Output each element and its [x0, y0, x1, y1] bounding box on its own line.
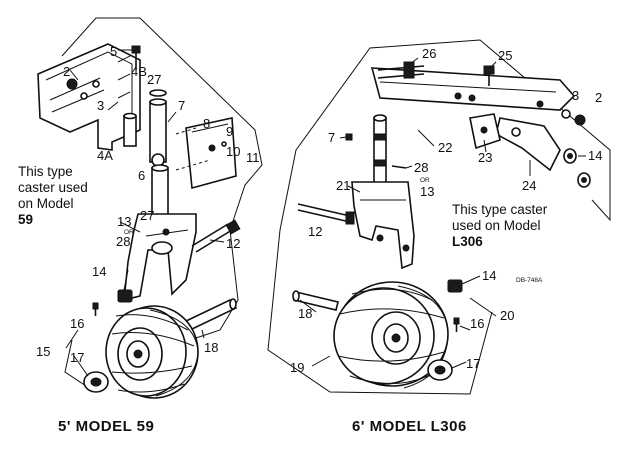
bolt-5 [131, 45, 167, 97]
grease-fitting-16 [92, 302, 99, 316]
frame-bar-22 [370, 67, 576, 111]
mount-plate [175, 117, 237, 190]
reference-code: DB-748A [516, 277, 543, 284]
spindle [373, 114, 387, 189]
callout-28-right: 28 [414, 160, 428, 175]
callout-28: 28 [116, 234, 130, 249]
callout-26: 26 [422, 46, 436, 61]
arm-24 [469, 113, 561, 172]
callout-17: 17 [70, 350, 84, 365]
right-caption-line2: used on Model [452, 218, 541, 233]
left-caption-line1: This type [18, 164, 73, 179]
callout-5: 5 [110, 44, 117, 59]
callout-14-lower: 14 [482, 268, 496, 283]
callout-11: 11 [246, 150, 260, 165]
callout-3-right: 3 [572, 88, 579, 103]
left-caption-line3: on Model [18, 196, 74, 211]
left-caption: This type caster used on Model 59 [18, 164, 88, 227]
callout-18-right: 18 [298, 306, 312, 321]
callout-4b: 4B [131, 64, 147, 79]
nut-14-lower [447, 279, 463, 293]
callout-13-right: 13 [420, 184, 434, 199]
right-caption-model: L306 [452, 234, 483, 249]
callout-7-right: 7 [328, 130, 335, 145]
callout-7: 7 [178, 98, 185, 113]
callout-2-right: 2 [595, 90, 602, 105]
callout-18: 18 [204, 340, 218, 355]
callout-12: 12 [226, 236, 240, 251]
callout-or: OR [124, 229, 134, 236]
callout-27: 27 [140, 208, 154, 223]
callout-17-right: 17 [466, 356, 480, 371]
callout-19: 19 [290, 360, 304, 375]
right-caption-line1: This type caster [452, 202, 548, 217]
callout-24: 24 [522, 178, 536, 193]
hub-cap-17-right [427, 359, 453, 381]
left-caption-line2: caster used [18, 180, 88, 195]
right-wheel [333, 281, 449, 389]
hub-cap-17 [83, 371, 109, 393]
right-callouts: 2 3 7 12 OR 28 13 21 22 23 24 25 26 14 1… [290, 46, 602, 375]
grease-fitting-16-right [453, 317, 460, 332]
callout-9: 9 [226, 124, 233, 139]
callout-10: 10 [226, 144, 240, 159]
callout-2: 2 [63, 64, 70, 79]
left-figure-title: 5' MODEL 59 [58, 418, 154, 435]
left-assembly: 2 3 4A 4B 5 6 7 8 9 10 11 12 13 14 15 16… [18, 17, 263, 435]
right-group-outline [295, 39, 611, 222]
left-leader-lines [65, 49, 225, 377]
right-wheel-outline [267, 149, 493, 395]
callout-14: 14 [92, 264, 106, 279]
callout-16: 16 [70, 316, 84, 331]
callout-27-top: 27 [147, 72, 161, 87]
bolt-25 [483, 65, 495, 86]
bolt-12-right [297, 203, 355, 225]
callout-6: 6 [138, 168, 145, 183]
callout-16-right: 16 [470, 316, 484, 331]
callout-12-right: 12 [308, 224, 322, 239]
callout-or-right: OR [420, 177, 430, 184]
right-caption: This type caster used on Model L306 [452, 202, 548, 249]
callout-3: 3 [97, 98, 104, 113]
washer-7 [345, 133, 353, 141]
callout-23: 23 [478, 150, 492, 165]
nut-14 [117, 289, 133, 303]
pin-28 [391, 165, 407, 169]
right-figure-title: 6' MODEL L306 [352, 418, 467, 435]
left-caption-model: 59 [18, 212, 33, 227]
callout-4a: 4A [97, 148, 113, 163]
nuts-2-3 [561, 109, 586, 126]
callout-8: 8 [203, 116, 210, 131]
callout-22: 22 [438, 140, 452, 155]
callout-15: 15 [36, 344, 50, 359]
king-pin-post [123, 98, 167, 167]
right-leader-lines [299, 57, 586, 369]
fork-21 [351, 181, 415, 270]
callout-21: 21 [336, 178, 350, 193]
frame-bar [37, 43, 141, 151]
bolt-26 [377, 61, 425, 79]
callout-20: 20 [500, 308, 514, 323]
callout-14-top: 14 [588, 148, 602, 163]
callout-13: 13 [117, 214, 131, 229]
right-assembly: 2 3 7 12 OR 28 13 21 22 23 24 25 26 14 1… [267, 39, 611, 435]
left-group-outline [61, 17, 263, 341]
left-wheel [105, 305, 199, 399]
axle-18-right [292, 290, 339, 311]
left-callouts: 2 3 4A 4B 5 6 7 8 9 10 11 12 13 14 15 16… [36, 44, 260, 365]
caster-fork [123, 164, 197, 302]
callout-25: 25 [498, 48, 512, 63]
nut-14-top [563, 148, 591, 188]
axle-18 [182, 298, 238, 332]
